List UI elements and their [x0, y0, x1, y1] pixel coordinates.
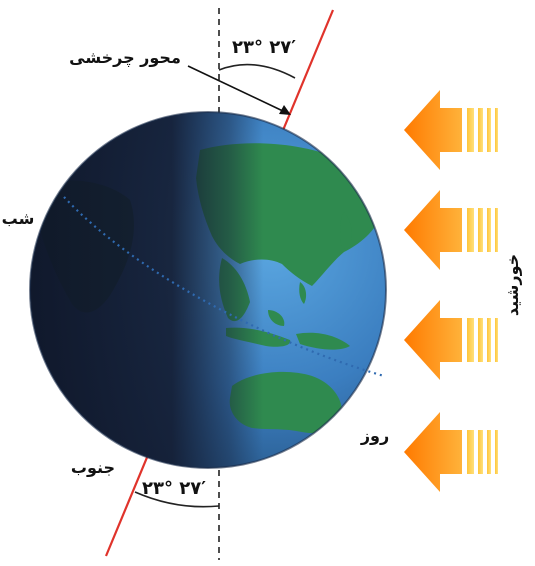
sun-arrow-1 — [404, 90, 498, 170]
rotation-axis-label: محور چرخشی — [69, 48, 181, 68]
night-label: شب — [2, 209, 35, 228]
sun-arrow-4 — [404, 412, 498, 492]
angle-label-bottom: ۲۳° ۲۷′ — [142, 478, 206, 499]
sun-arrow-2 — [404, 190, 498, 270]
day-label: روز — [360, 426, 389, 445]
continents — [30, 112, 386, 468]
angle-label-top: ۲۳° ۲۷′ — [232, 37, 296, 58]
axis-pointer-arrow — [187, 65, 291, 115]
sun-label: خورشید — [503, 254, 522, 316]
sunlight-arrows — [404, 90, 498, 492]
tilt-angle-arc-top — [218, 63, 296, 79]
south-label: جنوب — [71, 458, 115, 477]
tilt-angle-arc-bottom — [134, 491, 220, 508]
sun-arrow-3 — [404, 300, 498, 380]
earth-globe — [29, 111, 387, 469]
